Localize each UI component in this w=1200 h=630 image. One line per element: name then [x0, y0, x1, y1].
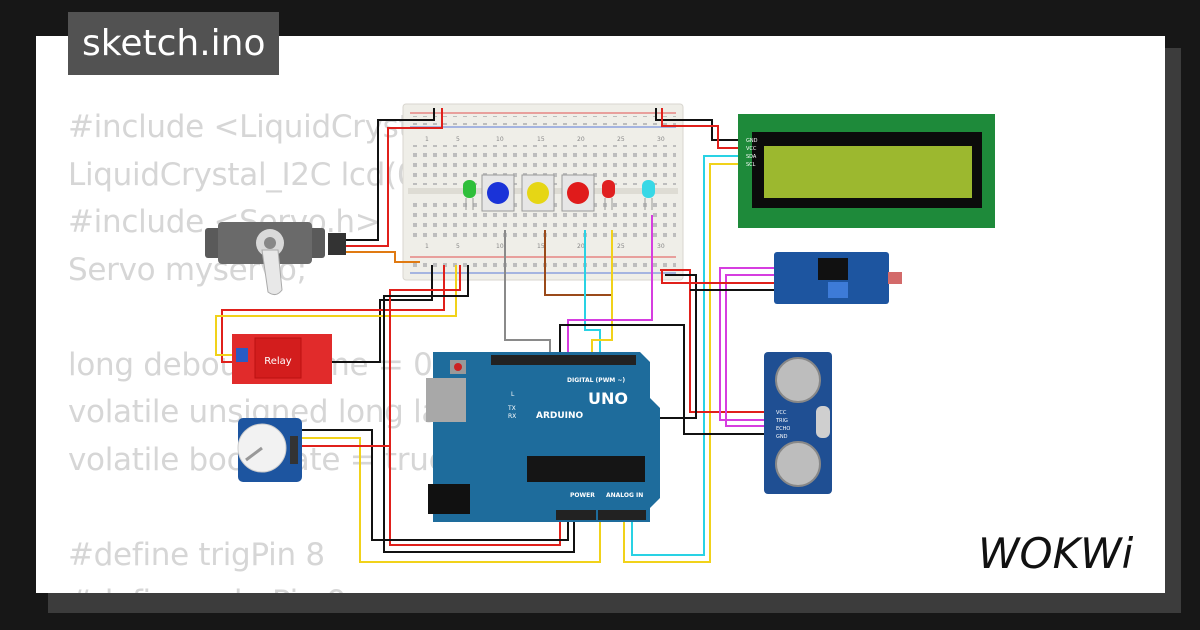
breadboard-col-label: 15: [537, 136, 545, 143]
code-line: #define trigPin 8: [68, 536, 325, 573]
breadboard-col-label: 5: [456, 243, 460, 250]
relay-label: Relay: [264, 356, 292, 367]
lcd-pin-label: SDA: [746, 154, 757, 160]
lcd-pin-label: VCC: [746, 146, 757, 152]
pushbutton-red[interactable]: [561, 174, 595, 212]
code-line: Servo myservo;: [68, 251, 307, 288]
breadboard-col-label: 30: [657, 136, 665, 143]
breadboard-col-label: 10: [496, 243, 504, 250]
breadboard-col-label: 5: [456, 136, 460, 143]
arduino-power-label: POWER: [570, 492, 595, 499]
pushbutton-blue[interactable]: [481, 174, 515, 212]
arduino-model: UNO: [588, 389, 628, 408]
arduino-analog-label: ANALOG IN: [606, 492, 643, 499]
sensor-module[interactable]: [774, 252, 902, 304]
breadboard-col-label: 30: [657, 243, 665, 250]
servo-motor[interactable]: [205, 222, 346, 296]
arduino-led-rx: RX: [508, 413, 516, 420]
ultrasonic-sensor[interactable]: VCC TRIG ECHO GND: [764, 352, 832, 494]
breadboard-col-label: 25: [617, 136, 625, 143]
arduino-digital-label: DIGITAL (PWM ~): [567, 377, 625, 384]
wokwi-logo-text: WOKWi: [978, 529, 1134, 578]
lcd-pin-label: GND: [746, 138, 758, 144]
breadboard-col-label: 20: [577, 243, 585, 250]
breadboard-col-label: 20: [577, 136, 585, 143]
file-tab[interactable]: sketch.ino: [68, 12, 280, 75]
breadboard-col-label: 10: [496, 136, 504, 143]
lcd-display[interactable]: GND VCC SDA SCL: [738, 114, 995, 228]
breadboard-col-label: 25: [617, 243, 625, 250]
arduino-brand: ARDUINO: [536, 411, 584, 421]
ultrasonic-pin-label: VCC: [776, 410, 787, 416]
arduino-led-l: L: [511, 391, 515, 398]
arduino-uno[interactable]: UNO ARDUINO DIGITAL (PWM ~) ANALOG IN PO…: [426, 352, 660, 522]
arduino-led-tx: TX: [507, 405, 516, 412]
potentiometer[interactable]: [237, 418, 302, 482]
lcd-pin-label: SCL: [746, 162, 756, 168]
code-line: #define echoPin 9: [68, 579, 594, 593]
wires: [215, 108, 774, 563]
ultrasonic-pin-label: GND: [776, 434, 788, 440]
breadboard-col-label: 15: [537, 243, 545, 250]
ultrasonic-pin-label: ECHO: [776, 426, 790, 432]
pushbutton-yellow[interactable]: [521, 174, 555, 212]
led-red[interactable]: [602, 180, 615, 210]
wokwi-logo: WOKWi: [978, 529, 1134, 578]
relay-module[interactable]: Relay: [232, 334, 332, 384]
breadboard-col-label: 1: [425, 136, 429, 143]
led-cyan[interactable]: [642, 180, 655, 210]
breadboard-col-label: 1: [425, 243, 429, 250]
led-green[interactable]: [463, 180, 476, 210]
ultrasonic-pin-label: TRIG: [775, 418, 788, 424]
